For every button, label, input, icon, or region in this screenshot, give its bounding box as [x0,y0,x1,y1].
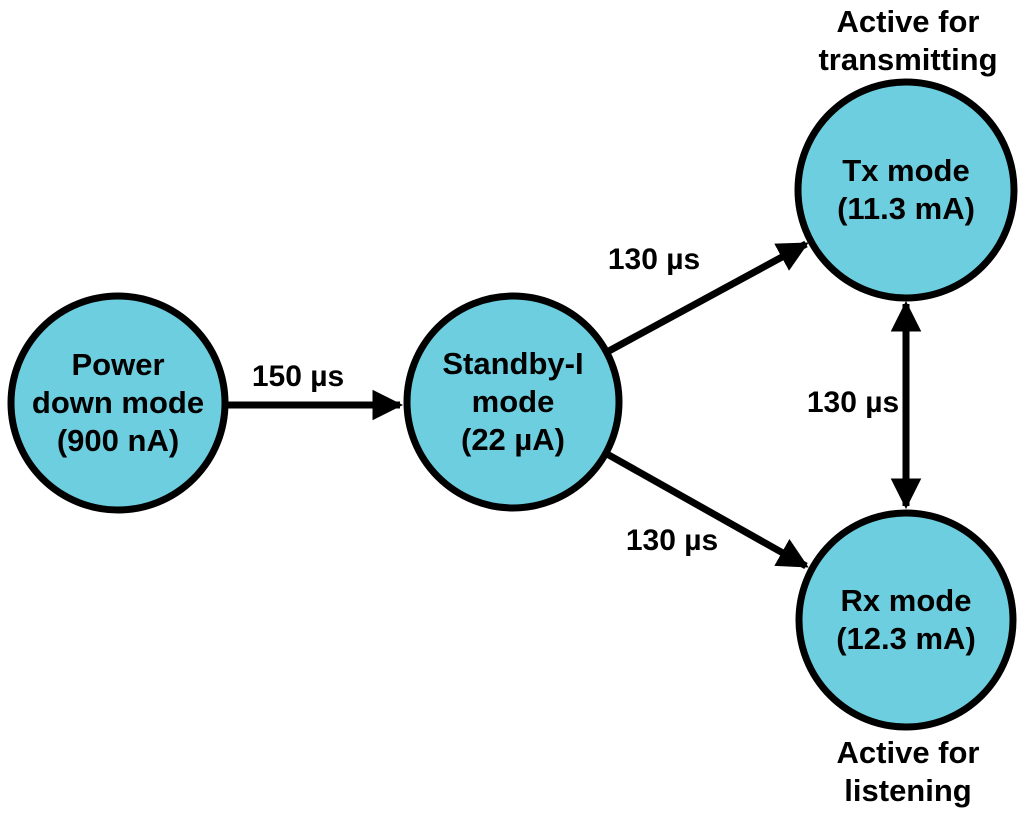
node-standby-label-line1: Standby-I [442,346,584,381]
edge-power-to-standby-label: 150 µs [251,360,345,393]
node-power-down-label: Power down mode (900 nA) [32,346,204,460]
node-tx-label-line2: (11.3 mA) [837,191,975,226]
node-rx-label-line2: (12.3 mA) [836,621,976,656]
node-standby-label-line3: (22 µA) [460,422,565,457]
node-power-down-label-line1: Power [71,347,165,382]
edge-standby-to-tx-label: 130 µs [607,243,701,276]
edge-standby-to-rx-label: 130 µs [625,524,719,557]
edge-standby-to-rx-arrow [605,450,809,570]
tx-annotation-line2: transmitting [818,42,998,77]
node-power-down-label-line2: down mode [31,385,205,420]
node-power-down-circle [7,292,229,514]
node-rx-circle [795,509,1017,731]
tx-annotation-line1: Active for [836,4,980,39]
rx-annotation: Active for listening [837,734,980,810]
node-standby-circle [403,292,623,512]
rx-annotation-line1: Active for [836,735,980,770]
node-rx-label-line1: Rx mode [840,583,972,618]
node-standby-label: Standby-I mode (22 µA) [442,345,583,459]
node-standby-label-line2: mode [471,384,555,419]
edge-standby-to-tx-arrow [605,240,809,356]
node-tx-circle [794,78,1018,302]
edge-tx-rx-label: 130 µs [806,386,900,419]
node-tx-label: Tx mode (11.3 mA) [837,152,975,228]
node-rx-label: Rx mode (12.3 mA) [836,582,976,658]
tx-annotation: Active for transmitting [818,3,997,79]
node-tx-label-line1: Tx mode [842,153,970,188]
node-power-down-label-line3: (900 nA) [56,423,180,458]
rx-annotation-line2: listening [844,773,972,808]
